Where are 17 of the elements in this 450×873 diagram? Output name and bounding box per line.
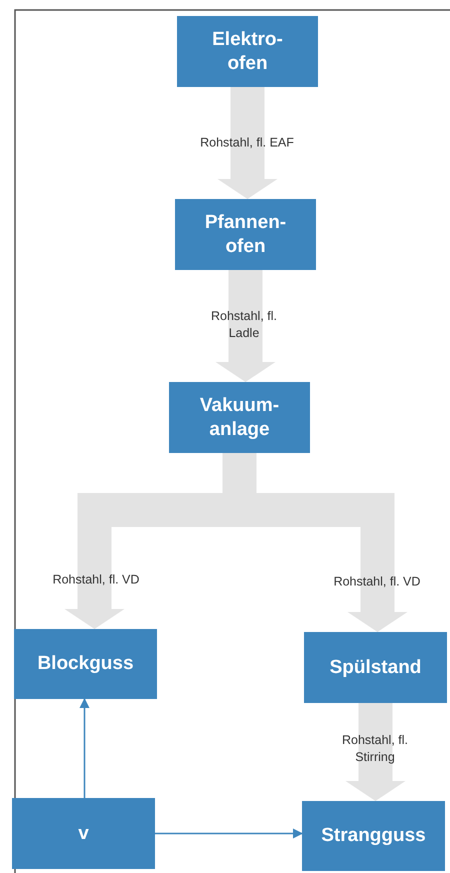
process-box: Pfannen- ofen (175, 199, 316, 270)
arrow (80, 698, 90, 798)
edge-label: Rohstahl, fl. EAF (199, 134, 295, 152)
arrow (155, 828, 303, 838)
flow-arrow (216, 270, 276, 382)
process-box: v (12, 798, 155, 869)
edge-label: Rohstahl, fl. VD (332, 574, 422, 590)
process-box: Spülstand (304, 632, 447, 703)
flow-arrow (346, 703, 406, 801)
process-box: Elektro- ofen (177, 16, 318, 87)
edge-label: Rohstahl, fl. Stirring (340, 732, 409, 766)
process-box: Strangguss (302, 801, 445, 871)
process-box: Blockguss (14, 629, 157, 699)
process-box: Vakuum- anlage (169, 382, 310, 453)
edge-label: Rohstahl, fl. VD (52, 572, 140, 588)
flow-arrow (218, 87, 278, 199)
edge-label: Rohstahl, fl. Ladle (210, 308, 278, 342)
